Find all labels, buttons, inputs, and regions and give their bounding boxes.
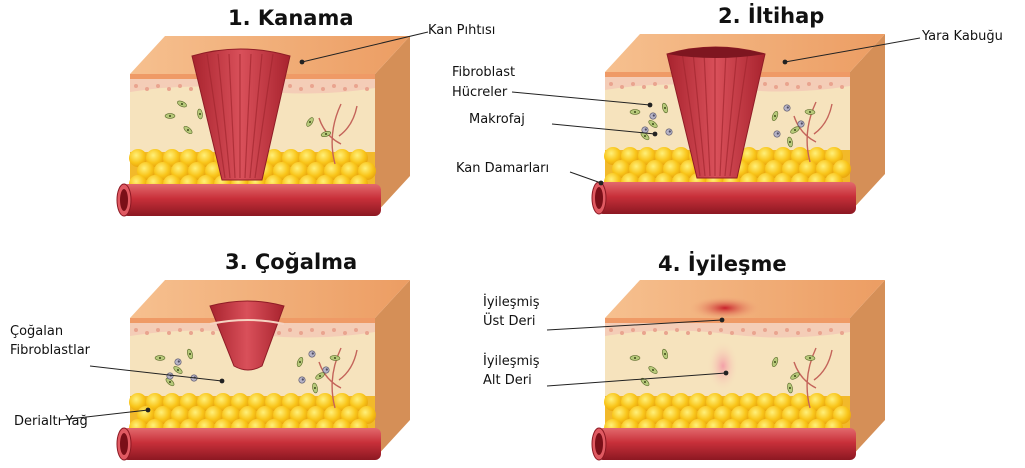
skin-block-2 — [592, 34, 885, 214]
skin-block-1 — [117, 36, 410, 216]
label-healed-epidermis-line2: Üst Deri — [483, 313, 535, 331]
skin-block-3 — [117, 280, 410, 460]
label-subcutaneous-fat: Derialtı Yağ — [14, 413, 88, 431]
label-healed-epidermis-line1: İyileşmiş — [483, 294, 540, 312]
label-blood-vessels: Kan Damarları — [456, 160, 549, 178]
stage-2-title: 2. İltihap — [718, 4, 824, 28]
skin-block-4 — [592, 280, 885, 460]
label-scab: Yara Kabuğu — [922, 28, 1003, 46]
label-proliferating-line1: Çoğalan — [10, 323, 63, 341]
label-healed-dermis-line2: Alt Deri — [483, 372, 532, 390]
label-fibroblast-line1: Fibroblast — [452, 64, 515, 82]
label-blood-clot: Kan Pıhtısı — [428, 22, 495, 40]
stage-4-title: 4. İyileşme — [658, 252, 787, 276]
stage-3-title: 3. Çoğalma — [225, 250, 357, 274]
label-proliferating-line2: Fibroblastlar — [10, 342, 90, 360]
label-fibroblast-line2: Hücreler — [452, 84, 507, 102]
stage-1-title: 1. Kanama — [228, 6, 354, 30]
label-healed-dermis-line1: İyileşmiş — [483, 353, 540, 371]
label-macrophage: Makrofaj — [469, 111, 525, 129]
